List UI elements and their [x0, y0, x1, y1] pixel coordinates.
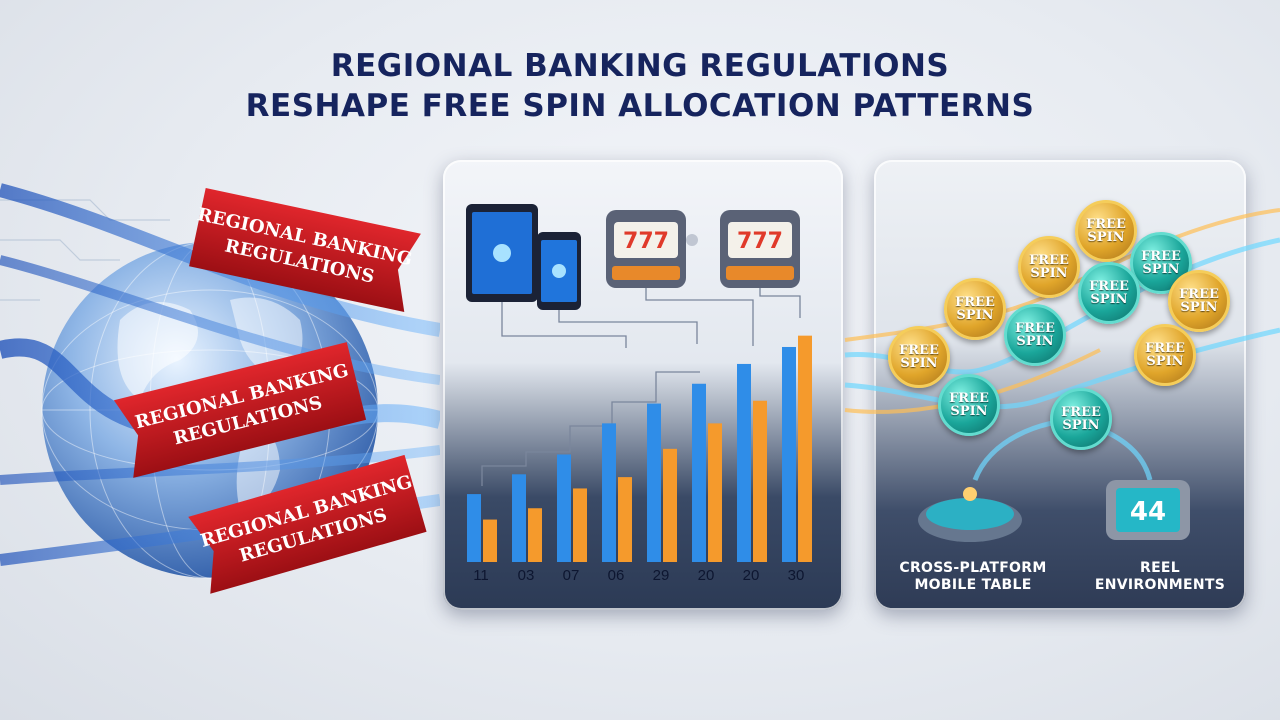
svg-text:44: 44	[1130, 497, 1166, 527]
free-spin-coin: FREE SPIN	[1078, 262, 1140, 324]
caption-reel-line-1: REEL	[1139, 560, 1181, 576]
bar-series-1-6	[692, 383, 706, 562]
free-spin-coin: FREE SPIN	[1168, 270, 1230, 332]
x-tick-label: 07	[562, 567, 580, 584]
free-spin-coin-label: FREE SPIN	[1145, 341, 1185, 369]
x-tick-label: 06	[607, 567, 625, 584]
free-spin-coin-label: FREE SPIN	[1015, 321, 1055, 349]
ribbon-2: REGIONAL BANKING REGULATIONS	[113, 342, 367, 478]
bar-series-2-6	[708, 423, 722, 562]
bar-series-2-8	[798, 335, 812, 562]
page-title-line-1: REGIONAL BANKING REGULATIONS	[330, 48, 950, 84]
free-spin-coin: FREE SPIN	[1018, 236, 1080, 298]
free-spin-coin: FREE SPIN	[1050, 388, 1112, 450]
reel-icon: 44	[1106, 480, 1190, 540]
x-tick-label: 29	[652, 567, 670, 584]
bar-series-2-2	[528, 508, 542, 562]
free-spin-coin: FREE SPIN	[888, 326, 950, 388]
ribbon-3: REGIONAL BANKING REGULATIONS	[188, 454, 427, 594]
free-spin-coin-label: FREE SPIN	[1089, 279, 1129, 307]
free-spin-coin-label: FREE SPIN	[955, 295, 995, 323]
bar-series-1-7	[737, 363, 751, 562]
bar-series-1-8	[782, 346, 796, 562]
bar-series-2-4	[618, 477, 632, 562]
caption-reel-line-2: ENVIRONMENTS	[1094, 577, 1226, 593]
left-illustration: REGIONAL BANKING REGULATIONS REGIONAL BA…	[0, 183, 440, 594]
free-spin-coin-label: FREE SPIN	[899, 343, 939, 371]
free-spin-coin-label: FREE SPIN	[1179, 287, 1219, 315]
x-tick-label: 11	[473, 567, 489, 584]
free-spin-coin: FREE SPIN	[1134, 324, 1196, 386]
free-spin-coin-label: FREE SPIN	[949, 391, 989, 419]
table-game-icon	[918, 487, 1022, 542]
free-spin-coin: FREE SPIN	[1004, 304, 1066, 366]
bar-series-2-1	[483, 519, 497, 562]
x-tick-label: 30	[787, 567, 805, 584]
free-spin-coin-label: FREE SPIN	[1141, 249, 1181, 277]
bar-series-1-4	[602, 423, 616, 562]
free-spin-coin-label: FREE SPIN	[1061, 405, 1101, 433]
bar-series-2-7	[753, 400, 767, 562]
caption-cross-platform-line-1: CROSS-PLATFORM	[899, 560, 1047, 576]
bar-series-2-3	[573, 488, 587, 562]
page-title-line-2: RESHAPE FREE SPIN ALLOCATION PATTERNS	[245, 88, 1035, 124]
bar-series-1-1	[467, 494, 481, 562]
free-spin-coin: FREE SPIN	[938, 374, 1000, 436]
x-tick-label: 20	[742, 567, 760, 584]
bar-series-2-5	[663, 448, 677, 562]
caption-reel-environments: REEL ENVIRONMENTS	[1085, 560, 1235, 594]
bar-series-1-3	[557, 454, 571, 562]
bar-series-1-5	[647, 403, 661, 562]
x-tick-label: 03	[517, 567, 535, 584]
caption-cross-platform: CROSS-PLATFORM MOBILE TABLE	[888, 560, 1058, 594]
free-spin-coin-label: FREE SPIN	[1029, 253, 1069, 281]
caption-cross-platform-line-2: MOBILE TABLE	[914, 577, 1032, 593]
x-tick-label: 20	[697, 567, 715, 584]
free-spin-coin: FREE SPIN	[1075, 200, 1137, 262]
free-spin-coin-label: FREE SPIN	[1086, 217, 1126, 245]
free-spin-coin: FREE SPIN	[944, 278, 1006, 340]
bar-series-1-2	[512, 474, 526, 562]
